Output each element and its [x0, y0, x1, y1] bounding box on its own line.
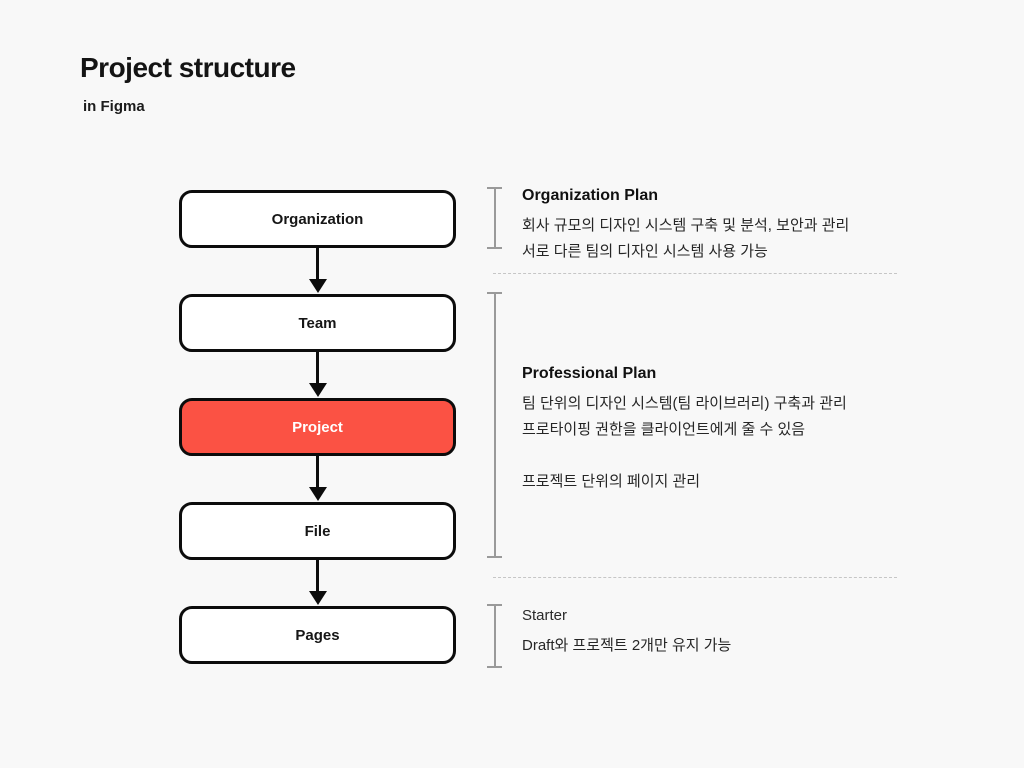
plan-line	[522, 443, 847, 469]
arrow-head	[308, 591, 327, 605]
plan-line: 서로 다른 팀의 디자인 시스템 사용 가능	[522, 243, 768, 260]
dashed-divider	[493, 577, 897, 578]
arrow-down-icon	[308, 352, 327, 397]
arrow-down-icon	[308, 560, 327, 605]
page-subtitle: in Figma	[83, 98, 145, 115]
plan-title: Organization Plan	[522, 187, 659, 204]
plan-line: 회사 규모의 디자인 시스템 구축 및 분석, 보안과 관리	[522, 217, 850, 234]
plan-title: Professional Plan	[522, 365, 657, 382]
flow-node-pages: Pages	[179, 606, 456, 664]
plan-professional: Professional Plan 팀 단위의 디자인 시스템(팀 라이브러리)…	[522, 364, 847, 495]
arrow-line	[316, 560, 319, 591]
arrow-head	[308, 487, 327, 501]
bracket-line	[493, 606, 496, 666]
plan-line: 프로젝트 단위의 페이지 관리	[522, 473, 701, 490]
plan-line: 팀 단위의 디자인 시스템(팀 라이브러리) 구축과 관리	[522, 395, 847, 412]
arrow-line	[316, 352, 319, 383]
section-bracket	[487, 292, 502, 558]
section-bracket	[487, 604, 502, 668]
plan-line: Draft와 프로젝트 2개만 유지 가능	[522, 637, 732, 654]
flow-node-organization: Organization	[179, 190, 456, 248]
section-bracket	[487, 187, 502, 249]
plan-organization: Organization Plan 회사 규모의 디자인 시스템 구축 및 분석…	[522, 186, 849, 265]
flow-node-file: File	[179, 502, 456, 560]
arrow-head	[308, 383, 327, 397]
page-title: Project structure	[80, 52, 296, 83]
flow-node-label: Pages	[295, 626, 340, 644]
plan-starter: Starter Draft와 프로젝트 2개만 유지 가능	[522, 606, 731, 659]
bracket-line	[493, 189, 496, 247]
flow-node-project: Project	[179, 398, 456, 456]
bracket-line	[493, 294, 496, 556]
arrow-head	[308, 279, 327, 293]
plan-line: 프로타이핑 권한을 클라이언트에게 줄 수 있음	[522, 421, 806, 438]
flow-node-label: Team	[298, 314, 337, 332]
plan-title: Starter	[522, 607, 568, 624]
arrow-down-icon	[308, 456, 327, 501]
flow-node-label: File	[304, 522, 331, 540]
dashed-divider	[493, 273, 897, 274]
arrow-line	[316, 248, 319, 279]
flow-node-label: Organization	[271, 210, 364, 228]
flow-node-label: Project	[292, 418, 343, 436]
arrow-line	[316, 456, 319, 487]
flow-node-team: Team	[179, 294, 456, 352]
arrow-down-icon	[308, 248, 327, 293]
